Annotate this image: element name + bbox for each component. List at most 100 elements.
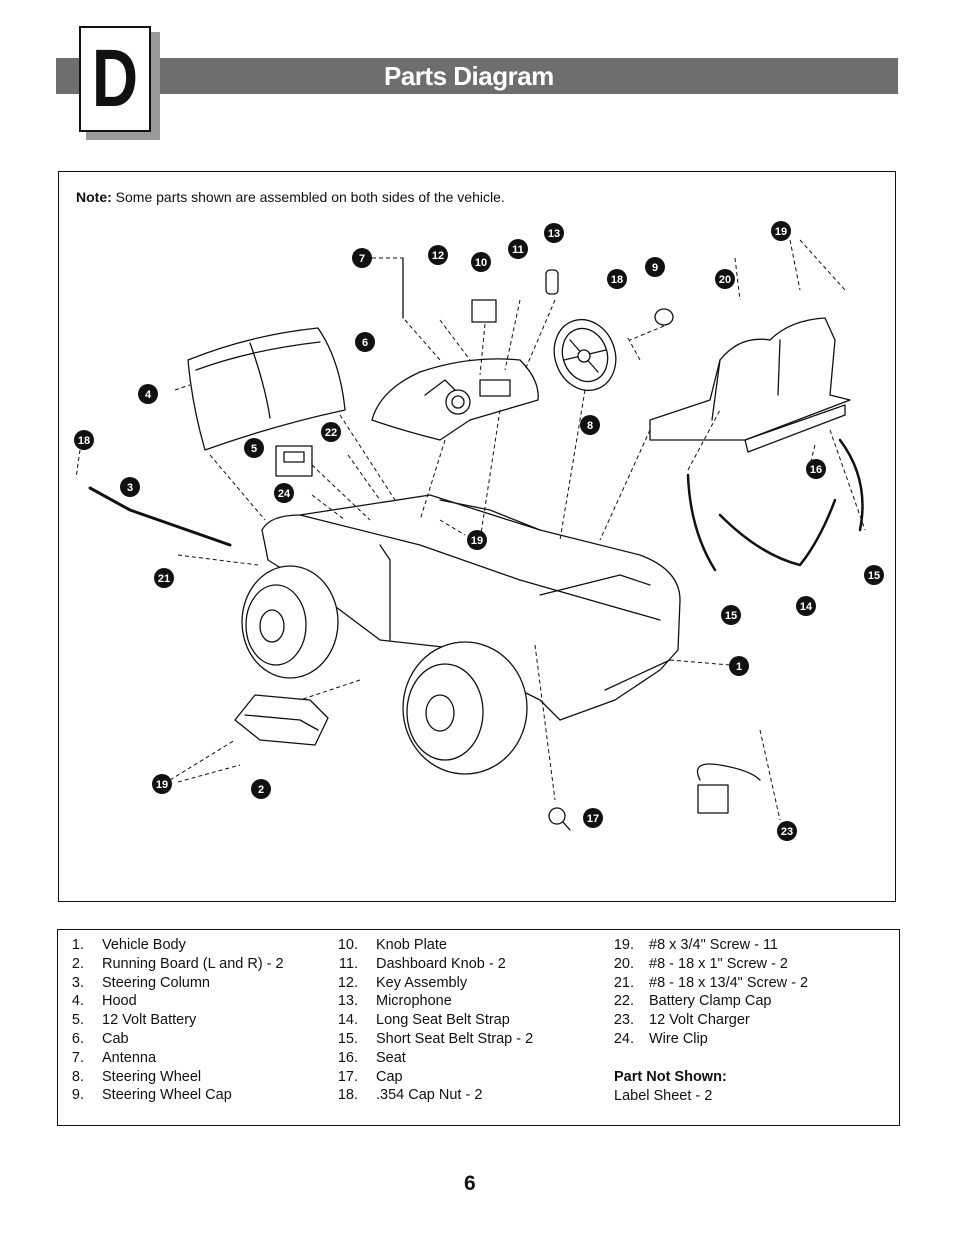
cab-illustration: [371, 358, 539, 441]
list-item: 19.#8 x 3/4" Screw - 11: [613, 937, 778, 953]
section-letter: D: [91, 33, 139, 124]
svg-text:11: 11: [512, 244, 524, 256]
svg-text:5: 5: [251, 443, 257, 455]
svg-text:10: 10: [475, 257, 487, 269]
note-label: Note:: [76, 189, 112, 205]
callout-8: 8: [580, 415, 600, 435]
callout-16: 16: [806, 459, 826, 479]
list-item: 5.12 Volt Battery: [71, 1012, 197, 1029]
page-number: 6: [464, 1172, 476, 1195]
list-item: 7.Antenna: [71, 1049, 157, 1066]
callout-17: 17: [583, 808, 603, 828]
short-belt-left: [686, 473, 717, 572]
svg-text:13: 13: [548, 228, 560, 240]
battery-illustration: [275, 445, 313, 477]
list-item: 22.Battery Clamp Cap: [613, 993, 772, 1010]
callout-18: 18: [607, 269, 627, 289]
svg-text:18: 18: [78, 435, 90, 447]
list-item: 9.Steering Wheel Cap: [71, 1087, 232, 1104]
steering-column-illustration: [88, 486, 232, 547]
cap-illustration: [548, 807, 571, 831]
callout-14: 14: [796, 596, 816, 616]
callout-9: 9: [645, 257, 665, 277]
callout-20: 20: [715, 269, 735, 289]
short-belt-right: [838, 438, 864, 532]
svg-text:3: 3: [127, 482, 133, 494]
callout-12: 12: [428, 245, 448, 265]
callout-19: 19: [771, 221, 791, 241]
callout-4: 4: [138, 384, 158, 404]
front-wheel-illustration: [402, 641, 528, 775]
callout-1: 1: [729, 656, 749, 676]
callout-5: 5: [244, 438, 264, 458]
callout-23: 23: [777, 821, 797, 841]
parts-list-frame: [57, 929, 900, 1126]
diagram-frame: [58, 171, 896, 902]
hood-illustration: [187, 327, 346, 451]
svg-text:6: 6: [362, 337, 368, 349]
long-belt: [718, 498, 837, 567]
svg-text:23: 23: [781, 826, 793, 838]
svg-text:21: 21: [158, 573, 170, 585]
svg-text:14: 14: [800, 601, 813, 613]
charger-illustration: [696, 763, 761, 814]
svg-text:15: 15: [725, 610, 737, 622]
parts-list-column-3: 19.#8 x 3/4" Screw - 11 20.#8 - 18 x 1" …: [600, 936, 808, 1049]
seat-illustration: [649, 317, 851, 453]
list-item: 16.Seat: [337, 1049, 406, 1066]
knob-plate-illustration: [471, 299, 497, 323]
svg-text:8: 8: [587, 420, 593, 432]
svg-text:7: 7: [359, 253, 365, 265]
svg-text:19: 19: [156, 779, 168, 791]
part-not-shown-heading: Part Not Shown:: [614, 1069, 727, 1085]
list-item: 8.Steering Wheel: [71, 1068, 202, 1085]
list-item: 15.Short Seat Belt Strap - 2: [337, 1030, 534, 1047]
callout-21: 21: [154, 568, 174, 588]
list-item: 14.Long Seat Belt Strap: [337, 1012, 510, 1029]
running-board-illustration: [234, 694, 329, 746]
list-item: 23.12 Volt Charger: [613, 1012, 750, 1029]
list-item: 12.Key Assembly: [337, 974, 468, 991]
note-text: Some parts shown are assembled on both s…: [111, 189, 505, 205]
svg-text:12: 12: [432, 250, 444, 262]
list-item: 1.Vehicle Body: [71, 937, 186, 953]
list-item: 3.Steering Column: [71, 974, 210, 991]
callout-18b: 18: [74, 430, 94, 450]
svg-text:16: 16: [810, 464, 822, 476]
list-item: 4.Hood: [71, 993, 137, 1010]
callout-22: 22: [321, 422, 341, 442]
leader-lines: [75, 239, 866, 821]
list-item: 6.Cab: [71, 1030, 129, 1047]
parts-list-column-1: 1.Vehicle Body 2.Running Board (L and R)…: [46, 936, 284, 1105]
list-item: 13.Microphone: [337, 993, 452, 1010]
diagram-note: Note: Some parts shown are assembled on …: [76, 189, 505, 205]
callout-6: 6: [355, 332, 375, 352]
svg-text:22: 22: [325, 427, 337, 439]
header-bar: [56, 58, 898, 94]
steering-cap-illustration: [654, 308, 674, 326]
list-item: 11.Dashboard Knob - 2: [338, 955, 506, 972]
list-item: 21.#8 - 18 x 13/4" Screw - 2: [613, 974, 809, 991]
callout-19b: 19: [467, 530, 487, 550]
callout-15: 15: [864, 565, 884, 585]
svg-text:19: 19: [471, 535, 483, 547]
callout-19c: 19: [152, 774, 172, 794]
rear-wheel-illustration: [241, 565, 339, 679]
svg-text:15: 15: [868, 570, 880, 582]
callout-7: 7: [352, 248, 372, 268]
callout-11: 11: [508, 239, 528, 259]
svg-text:2: 2: [258, 784, 264, 796]
parts-list-column-2: 10.Knob Plate 11.Dashboard Knob - 2 12.K…: [318, 936, 533, 1105]
callout-15b: 15: [721, 605, 741, 625]
steering-wheel-illustration: [553, 318, 617, 392]
svg-text:18: 18: [611, 274, 623, 286]
svg-text:9: 9: [652, 262, 658, 274]
microphone-illustration: [545, 269, 559, 295]
list-item: 10.Knob Plate: [337, 937, 447, 953]
callout-13: 13: [544, 223, 564, 243]
list-item: 17.Cap: [337, 1068, 403, 1085]
callout-24: 24: [274, 483, 294, 503]
svg-text:20: 20: [719, 274, 731, 286]
callout-10: 10: [471, 252, 491, 272]
